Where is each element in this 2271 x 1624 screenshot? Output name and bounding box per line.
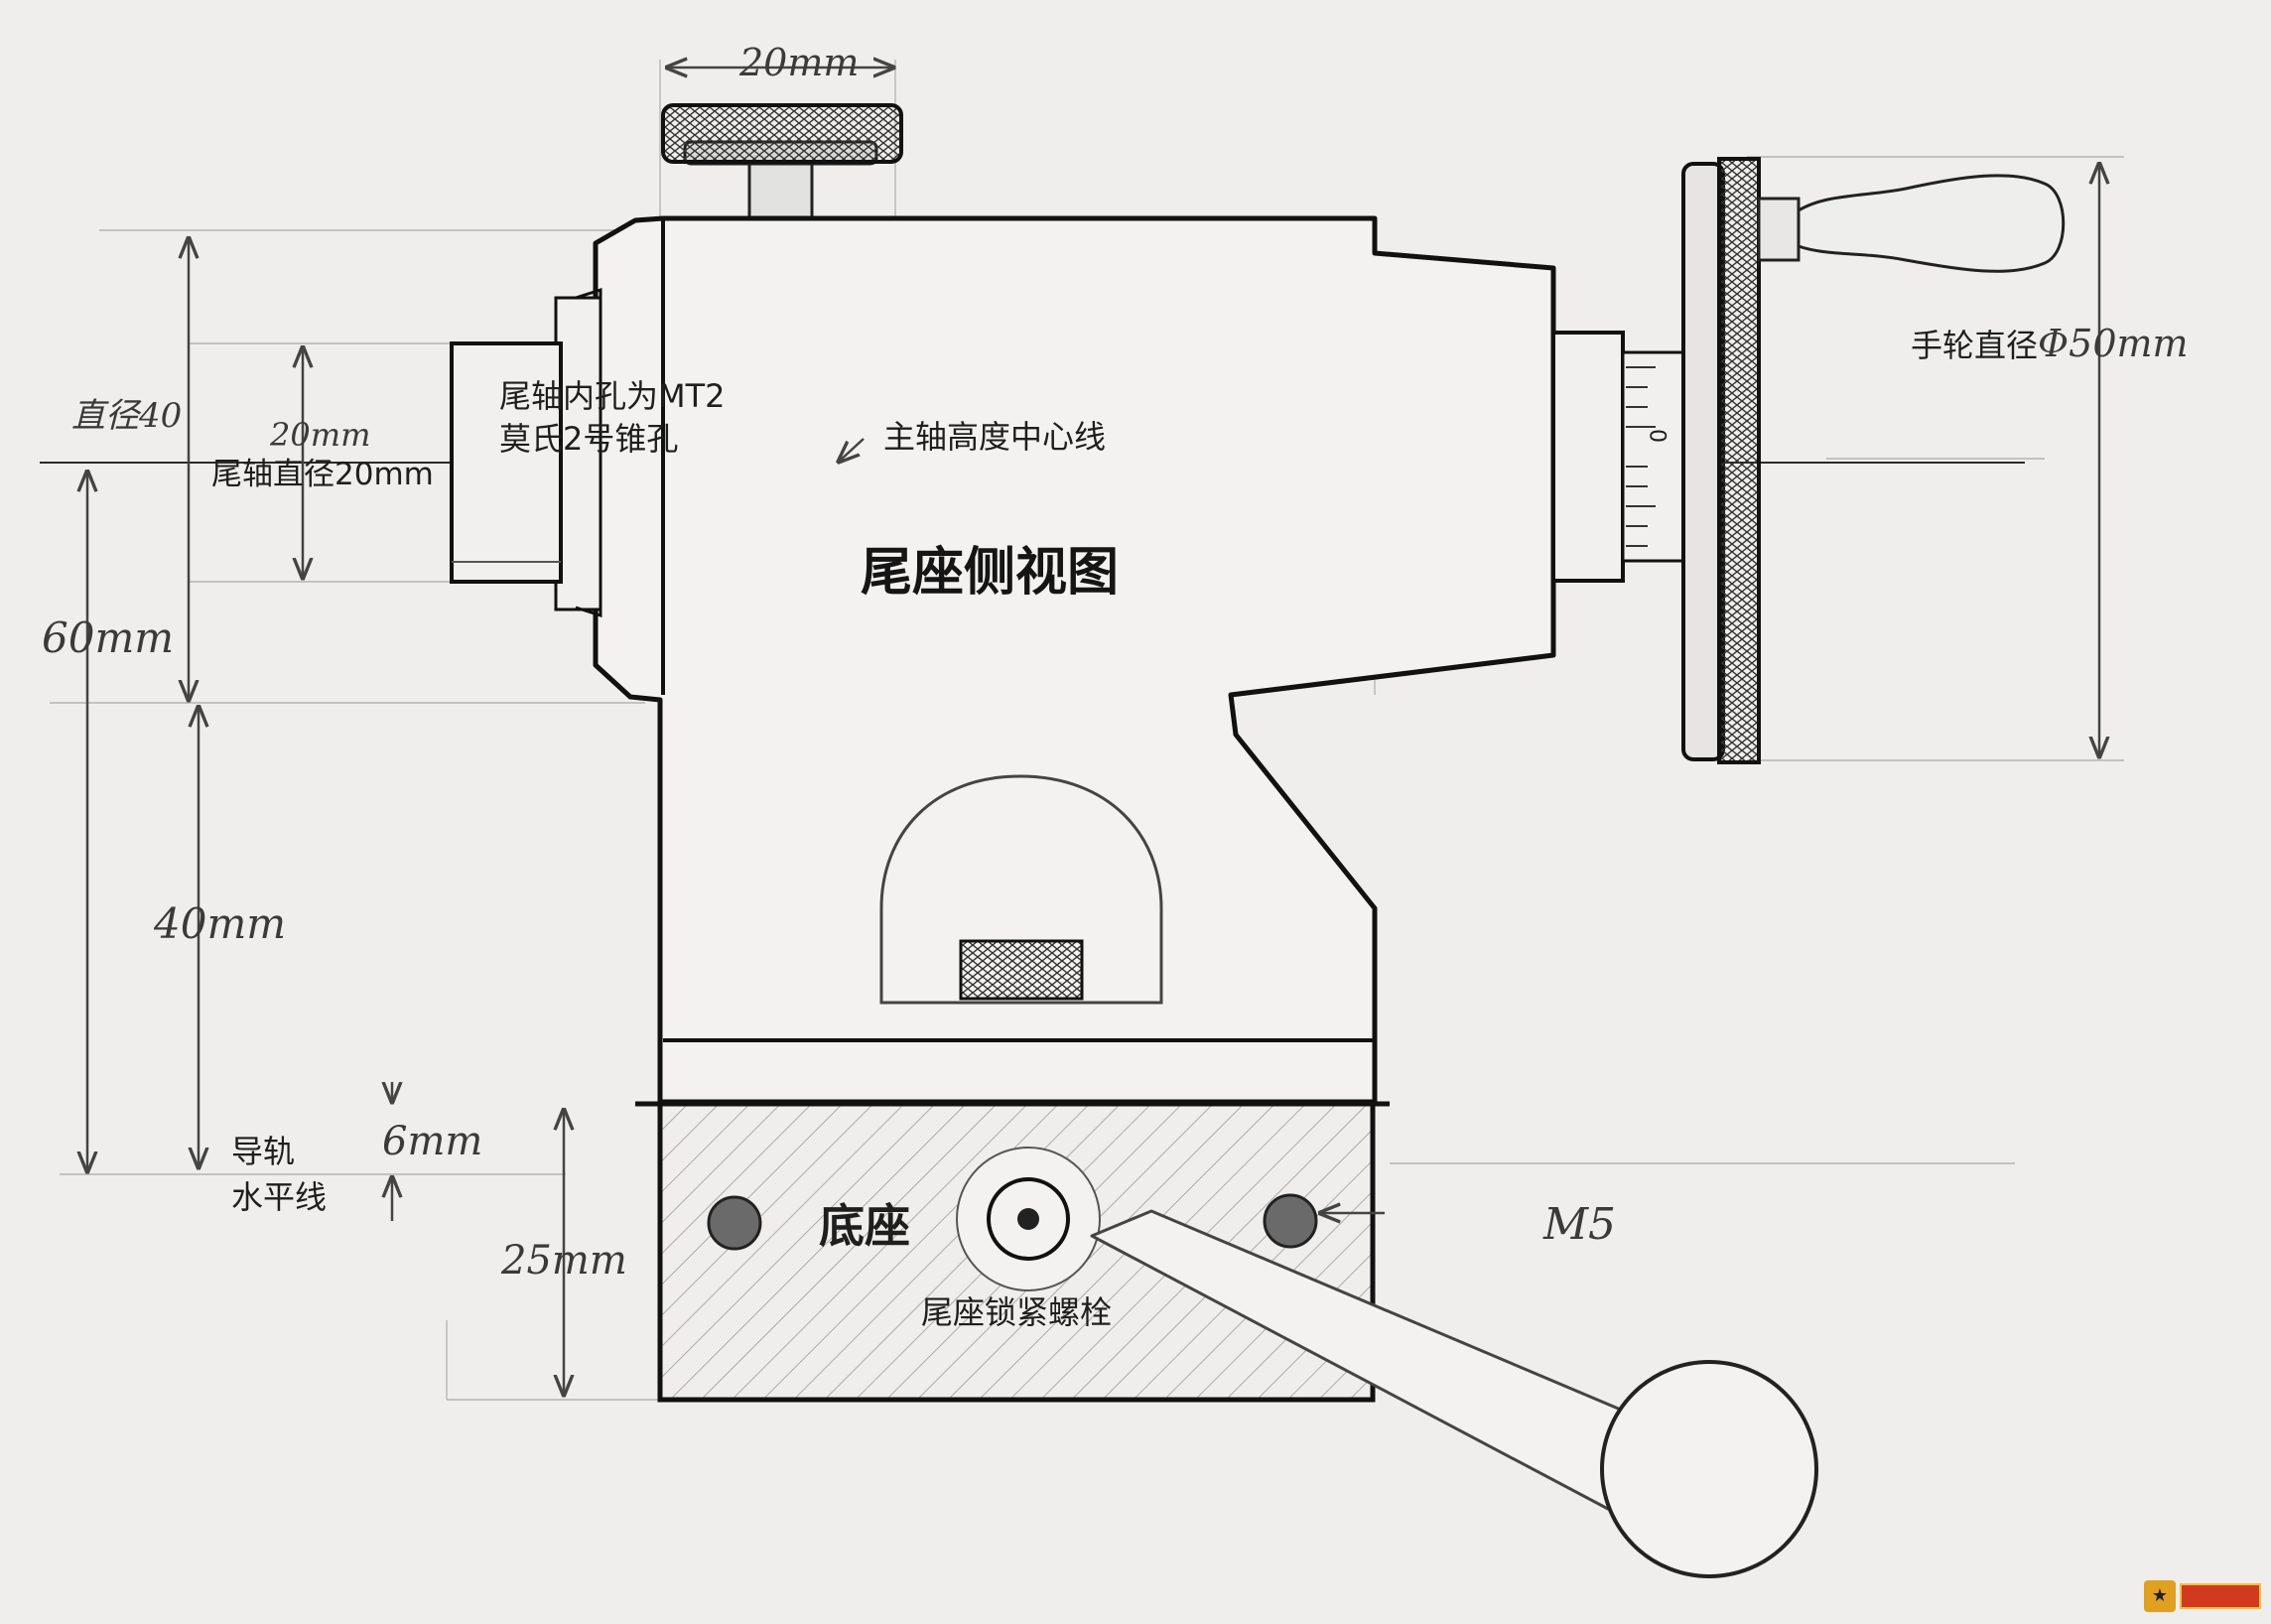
top-clamp-knob bbox=[661, 103, 903, 220]
lock-bolt-label: 尾座锁紧螺栓 bbox=[921, 1293, 1113, 1331]
rail-label-line1: 导轨 bbox=[231, 1133, 296, 1170]
top-width-label: 20mm bbox=[739, 41, 860, 84]
height-60-label: 60mm bbox=[42, 613, 175, 662]
logo-mark-icon: ★ bbox=[2144, 1580, 2176, 1612]
handwheel-crank-handle bbox=[1797, 174, 2066, 273]
total-diameter-text: 直径40 bbox=[71, 396, 183, 436]
quill bbox=[450, 287, 602, 618]
quill-bore-line2: 莫氏2号锥孔 bbox=[499, 420, 679, 458]
base-25mm-label: 25mm bbox=[501, 1238, 627, 1284]
quill-bore-line1: 尾轴内孔为MT2 bbox=[499, 377, 726, 415]
base-label: 底座 bbox=[819, 1199, 910, 1253]
rail-label-line2: 水平线 bbox=[231, 1178, 328, 1216]
m5-hole-left bbox=[707, 1195, 762, 1251]
drawing-title: 尾座侧视图 bbox=[861, 543, 1120, 603]
handwheel-diameter-text: 手轮直径 bbox=[1911, 327, 2039, 364]
handwheel-diameter-value: Φ50mm bbox=[2038, 322, 2189, 365]
total-diameter-label: 直径40 bbox=[71, 399, 182, 433]
height-40-label: 40mm bbox=[154, 899, 287, 948]
base-block bbox=[635, 1101, 1390, 1403]
handwheel bbox=[1681, 157, 2066, 764]
logo-bar-icon bbox=[2180, 1583, 2261, 1609]
dial-scale bbox=[1626, 366, 1656, 547]
handwheel-diameter-label: 手轮直径Φ50mm bbox=[1911, 325, 2189, 362]
quill-diameter-label: 尾轴直径20mm bbox=[211, 457, 434, 492]
site-logo-icon: ★ bbox=[2144, 1578, 2261, 1614]
dimension-lines bbox=[87, 68, 2099, 1395]
gear-window bbox=[879, 774, 1163, 1005]
quill-dimension-label: 20mm bbox=[270, 416, 371, 454]
rail-6mm-label: 6mm bbox=[382, 1119, 483, 1164]
m5-label: M5 bbox=[1543, 1199, 1617, 1250]
dial-zero-mark: 0 bbox=[1648, 429, 1672, 443]
spindle-centerline-label: 主轴高度中心线 bbox=[883, 418, 1107, 456]
m5-hole-right bbox=[1263, 1193, 1318, 1249]
lock-lever bbox=[1090, 1209, 1818, 1578]
